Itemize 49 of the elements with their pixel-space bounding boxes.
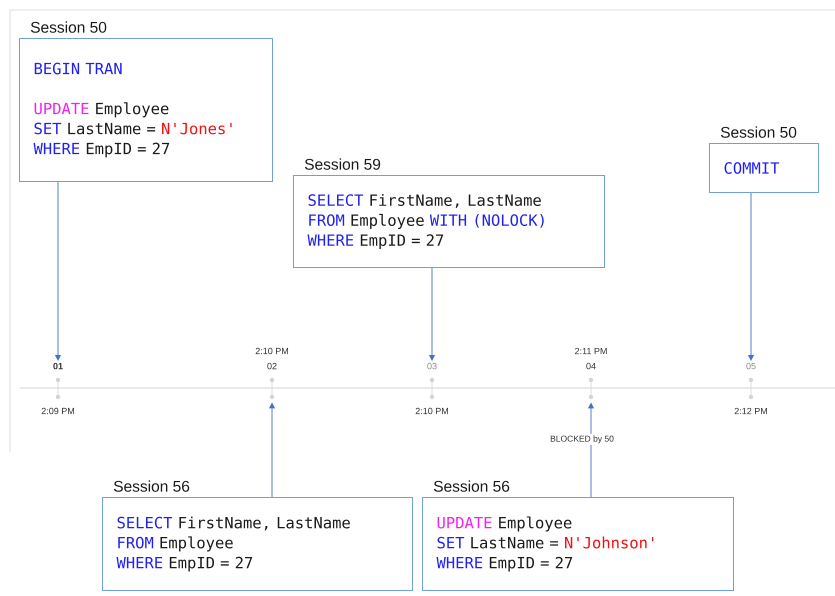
node-label: WHERE	[436, 557, 482, 568]
node-label: N'Jones'	[162, 122, 232, 134]
code-box: SELECT FirstName, LastName FROM Employee WITH (NOLOCK) WHERE EmpID = 27	[293, 175, 605, 268]
tick-label: 01	[53, 362, 63, 370]
node-label: SELECT	[308, 194, 364, 206]
code-box: UPDATE Employee SET LastName = N'Johnson' WHERE EmpID = 27	[422, 497, 734, 591]
node-label: FROM	[118, 536, 154, 548]
node-label: EmpID = 27	[360, 234, 444, 249]
node-label: SELECT	[118, 516, 172, 528]
code-box: SELECT FirstName, LastName FROM Employee WHERE EmpID = 27	[102, 497, 413, 591]
node-label: WHERE	[308, 234, 354, 246]
node-label: EmpID = 27	[86, 142, 170, 158]
tick-label: 04	[586, 362, 596, 370]
node-label: FirstName, LastName	[179, 516, 350, 530]
node-label: Employee	[96, 102, 168, 118]
session-heading: Session 59	[304, 158, 380, 170]
node-label: EmpID = 27	[490, 556, 572, 572]
node-label: FROM	[309, 214, 344, 226]
node-label: EmpID = 27	[170, 556, 252, 572]
node-label: SET	[34, 122, 62, 134]
session-heading: Session 56	[434, 480, 510, 492]
session-heading: Session 56	[114, 480, 190, 492]
node-label: WHERE	[116, 556, 162, 568]
time-label: 2:11 PM	[575, 348, 607, 354]
node-label: Employee	[351, 214, 424, 229]
time-label: 2:12 PM	[734, 408, 768, 414]
code-box: BEGIN TRAN UPDATE Employee SET LastName = N'Jones' WHERE EmpID = 27	[19, 38, 273, 182]
time-label: 2:10 PM	[256, 348, 288, 354]
time-label: 2:09 PM	[42, 408, 74, 414]
time-label: 2:10 PM	[416, 408, 448, 414]
tick-label: 03	[427, 362, 437, 370]
node-label: BEGIN TRAN	[34, 62, 122, 74]
node-label: LastName =	[471, 537, 558, 549]
node-label: SET	[438, 536, 464, 549]
edge-label: BLOCKED by 50	[548, 434, 616, 445]
tick-label: 02	[267, 362, 277, 370]
code-box: COMMIT	[709, 143, 819, 193]
node-label: LastName =	[68, 122, 156, 134]
node-label: N'Johnson'	[565, 536, 654, 549]
session-heading: Session 50	[30, 21, 106, 33]
node-label: WHERE	[34, 142, 80, 154]
node-label: UPDATE	[438, 517, 492, 529]
node-label: UPDATE	[34, 102, 89, 114]
node-label: WITH (NOLOCK)	[430, 214, 544, 228]
node-label: Employee	[499, 516, 572, 532]
session-heading: Session 50	[720, 126, 796, 138]
tick-label: 05	[746, 362, 756, 370]
node-label: Employee	[160, 536, 233, 552]
node-label: FirstName, LastName	[370, 194, 541, 208]
